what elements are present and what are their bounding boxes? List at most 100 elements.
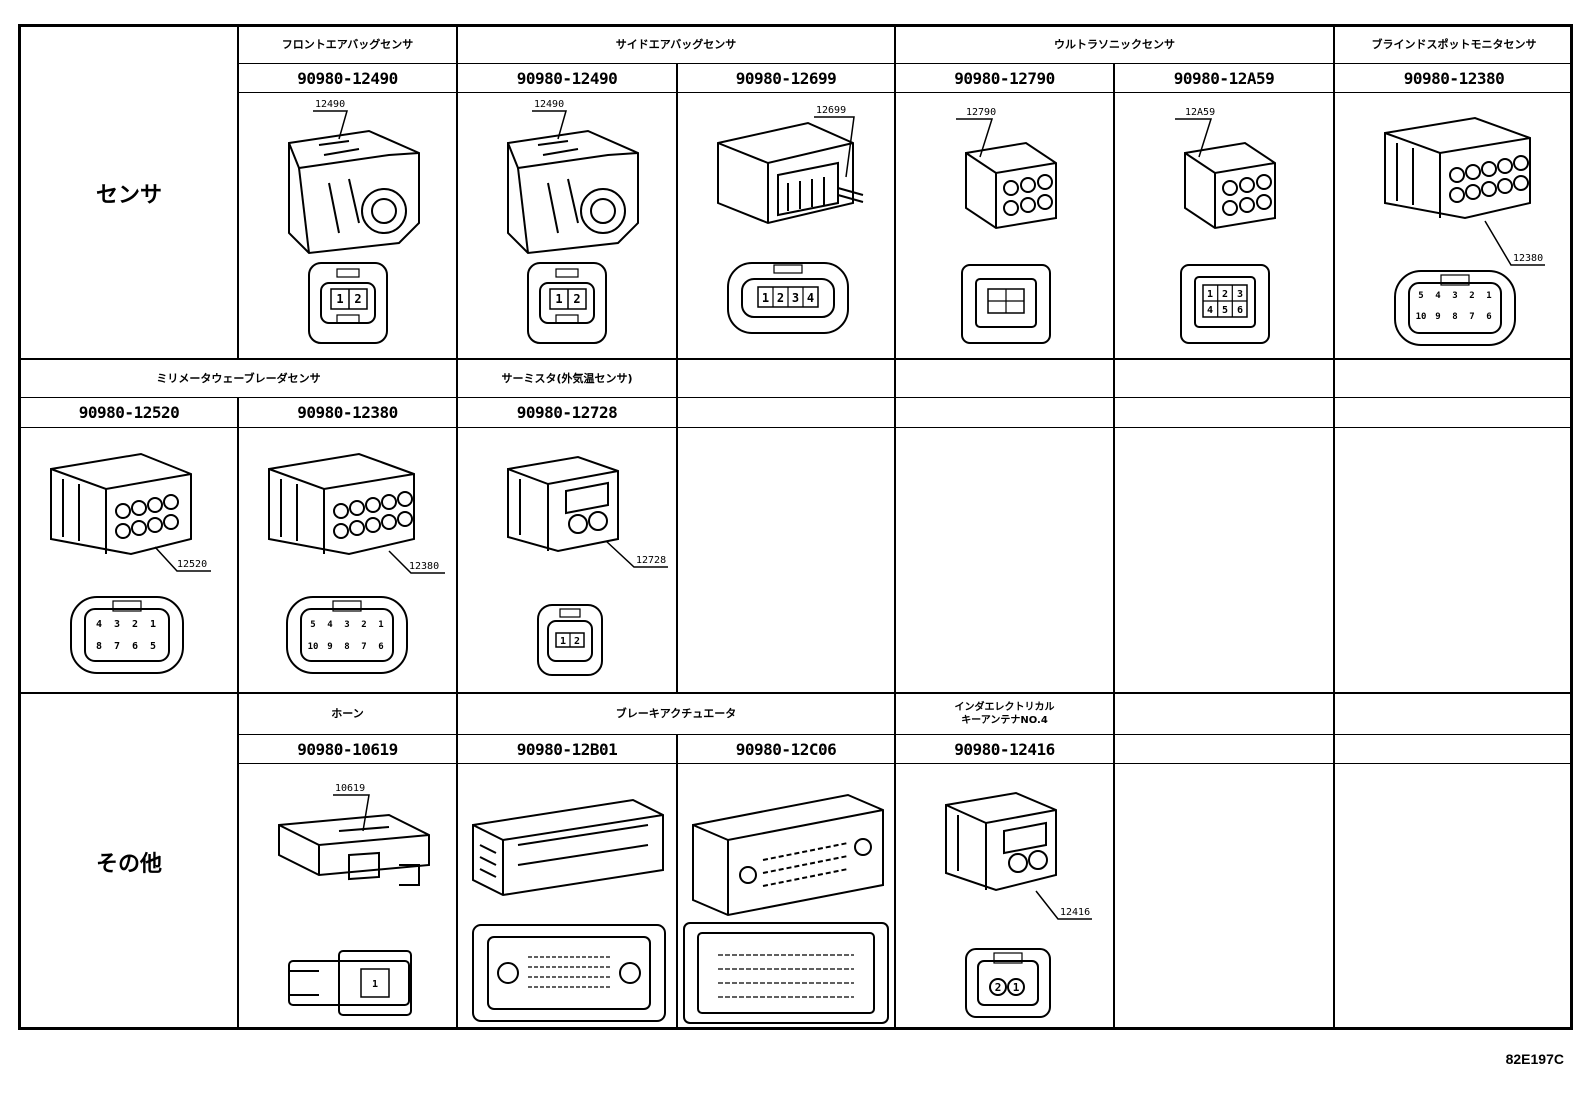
pin-face <box>727 262 849 334</box>
grid-line <box>1333 694 1335 1030</box>
pin-face <box>961 264 1051 344</box>
grid-line <box>1333 27 1335 360</box>
pin-label: 1 <box>372 979 378 990</box>
grid-line <box>1333 360 1335 694</box>
part-number: 90980-12380 <box>1403 68 1505 88</box>
pin-label: 2 <box>777 291 784 305</box>
grid-line <box>21 427 1570 428</box>
callout-label: 12520 <box>177 559 207 570</box>
pin-face <box>537 604 603 676</box>
pin-label: 8 <box>1452 312 1457 322</box>
pin-face <box>965 948 1051 1018</box>
grid-line <box>21 358 1570 360</box>
pin-label: 3 <box>114 619 120 630</box>
pin-label: 9 <box>1435 312 1440 322</box>
pin-face <box>286 596 408 674</box>
pin-label: 5 <box>150 641 156 652</box>
pin-label: 4 <box>1207 305 1213 316</box>
pin-labels: 1 <box>372 979 378 990</box>
grid-line <box>676 64 678 360</box>
grid-line <box>237 27 239 360</box>
grid-line <box>456 694 458 1030</box>
part-number: 90980-10619 <box>297 739 398 759</box>
grid-line <box>676 735 678 1030</box>
pin-label: 7 <box>114 641 120 652</box>
pin-label: 8 <box>344 642 349 652</box>
pin-label: 9 <box>327 642 332 652</box>
connector-table: センサ その他 フロントエアバッグセンサ サイドエアバッグセンサ ウルトラソニッ… <box>18 24 1573 1030</box>
part-number: 90980-12416 <box>954 739 1055 759</box>
row-header-sensor: センサ <box>95 182 162 208</box>
callout-label: 12790 <box>966 107 996 118</box>
pin-label: 1 <box>336 292 343 306</box>
pin-label: 4 <box>807 291 814 305</box>
pin-label: 2 <box>1222 289 1228 300</box>
callout-label: 12699 <box>816 105 846 116</box>
callout-label: 12490 <box>315 99 345 110</box>
pin-face <box>70 596 184 674</box>
pin-label: 1 <box>378 620 383 630</box>
pin-label: 3 <box>1237 289 1243 300</box>
pin-label: 7 <box>1469 312 1474 322</box>
pin-label: 6 <box>1486 312 1491 322</box>
part-number: 90980-12380 <box>297 403 398 422</box>
pin-face <box>1180 264 1270 344</box>
pin-label: 2 <box>1469 291 1474 301</box>
pin-label: 3 <box>1452 291 1457 301</box>
pin-label: 3 <box>792 291 799 305</box>
pin-label: 5 <box>310 620 315 630</box>
category-horn: ホーン <box>331 707 364 720</box>
pin-label: 1 <box>762 291 769 305</box>
pin-face <box>308 262 388 344</box>
pin-face <box>683 922 889 1024</box>
part-number: 90980-12728 <box>516 403 618 422</box>
grid-line <box>237 92 1570 93</box>
pin-label: 2 <box>995 981 1002 994</box>
category-millimeter-wave-radar-sensor: ミリメータウェーブレーダセンサ <box>156 371 321 385</box>
part-number: 90980-12B01 <box>516 739 618 759</box>
pin-label: 6 <box>378 642 383 652</box>
callout-label: 12490 <box>534 99 564 110</box>
grid-line <box>237 694 239 1030</box>
part-number: 90980-12A59 <box>1173 68 1275 88</box>
pin-label: 3 <box>344 620 349 630</box>
pin-label: 2 <box>574 636 580 647</box>
callout-label: 12A59 <box>1185 107 1215 118</box>
pin-label: 8 <box>96 641 102 652</box>
part-number: 90980-12699 <box>735 68 837 88</box>
grid-line <box>21 692 1570 694</box>
pin-label: 7 <box>361 642 366 652</box>
category-thermistor: サーミスタ(外気温センサ) <box>501 371 633 385</box>
grid-line <box>894 27 896 360</box>
callout-label: 12416 <box>1060 907 1090 918</box>
callout-label: 12380 <box>1513 253 1543 264</box>
callout-label: 12380 <box>409 561 439 572</box>
pin-label: 6 <box>132 641 138 652</box>
connector-drawing-10619: 10619 1 <box>278 783 430 1016</box>
category-ultrasonic-sensor: ウルトラソニックセンサ <box>1054 38 1175 51</box>
connector-drawing-12C06 <box>683 793 889 1024</box>
pin-label: 1 <box>150 619 156 630</box>
pin-label: 4 <box>327 620 333 630</box>
part-number: 90980-12520 <box>78 403 180 422</box>
category-blind-spot-monitor-sensor: ブラインドスポットモニタセンサ <box>1371 38 1537 51</box>
pin-face <box>527 262 607 344</box>
grid-line <box>1113 360 1115 694</box>
grid-line <box>894 360 896 694</box>
category-brake-actuator: ブレーキアクチュエータ <box>615 707 737 720</box>
category-side-airbag-sensor: サイドエアバッグセンサ <box>615 38 737 51</box>
pin-label: 10 <box>1416 312 1427 322</box>
grid-line <box>676 360 678 694</box>
